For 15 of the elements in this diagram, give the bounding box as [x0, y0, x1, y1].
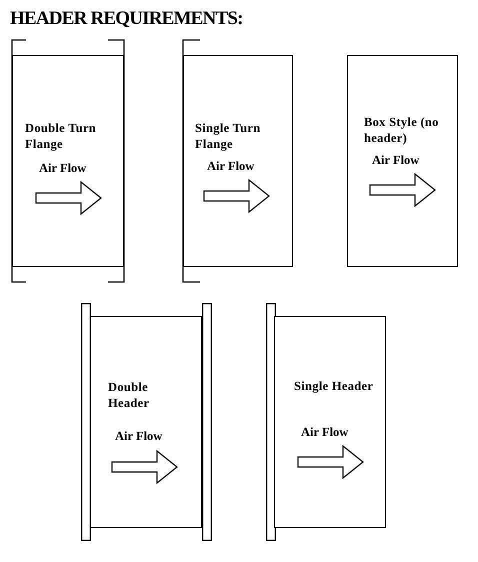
filter-box [183, 55, 293, 267]
airflow-label: Air Flow [115, 429, 162, 444]
title: HEADER REQUIREMENTS: [10, 8, 243, 30]
filter-style-label: Single Header [294, 378, 374, 394]
filter-box [347, 55, 458, 267]
airflow-label: Air Flow [301, 425, 348, 440]
airflow-label: Air Flow [372, 153, 420, 168]
airflow-label: Air Flow [39, 161, 86, 176]
filter-style-label: Double Header [108, 379, 150, 411]
filter-box [274, 316, 386, 528]
filter-box [90, 316, 202, 528]
filter-style-label: Single Turn Flange [195, 120, 262, 152]
filter-style-label: Box Style (no header) [364, 114, 440, 146]
airflow-label: Air Flow [207, 159, 254, 174]
filter-style-label: Double Turn Flange [25, 120, 98, 152]
